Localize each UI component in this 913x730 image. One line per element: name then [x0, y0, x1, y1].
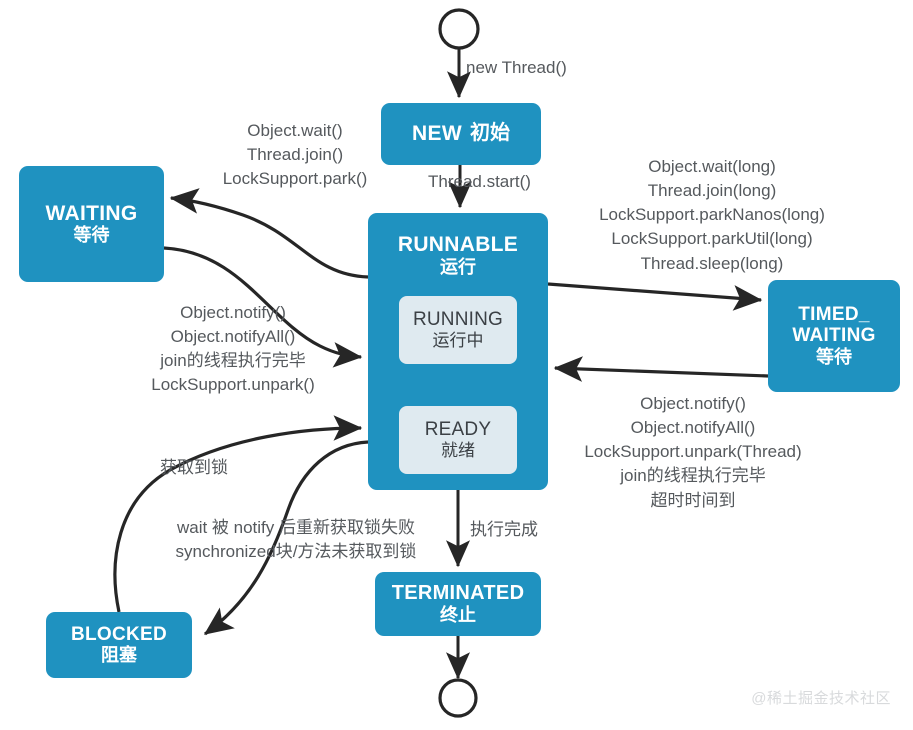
- substate-ready-label-cn: 就绪: [441, 440, 475, 460]
- state-terminated-label-cn: 终止: [440, 604, 476, 625]
- edge-blocked-to-runnable: [113, 415, 363, 613]
- edge-runnable-to-waiting: [169, 188, 369, 279]
- substate-ready-label-en: READY: [424, 418, 492, 440]
- state-waiting-label-en: WAITING: [45, 201, 138, 225]
- end-circle: [438, 678, 478, 718]
- state-new-label-en: NEW: [412, 122, 462, 146]
- edge-label-new-to-runnable: Thread.start(): [428, 172, 531, 191]
- edge-runnable-to-blocked: [203, 440, 369, 636]
- state-blocked-label-cn: 阻塞: [101, 645, 137, 666]
- edge-waiting-to-runnable: [163, 246, 363, 368]
- edge-label-runnable-to-blocked: wait 被 notify 后重新获取锁失败 synchronized块/方法未…: [175, 518, 417, 562]
- edge-timed-to-runnable: [553, 356, 769, 382]
- state-runnable-label-cn: 运行: [440, 256, 476, 277]
- state-waiting-label-cn: 等待: [73, 225, 110, 246]
- edge-label-start-to-new: new Thread(): [466, 58, 567, 77]
- edge-label-timed-waiting-to-runnable: Object.notify() Object.notifyAll() LockS…: [584, 394, 802, 510]
- edge-label-runnable-to-terminated: 执行完成: [470, 520, 538, 539]
- state-timed-waiting-label-cn: 等待: [816, 346, 852, 367]
- state-terminated-label-en: TERMINATED: [391, 582, 525, 605]
- state-runnable-label-en: RUNNABLE: [397, 233, 519, 256]
- substate-running-label-cn: 运行中: [432, 330, 484, 350]
- edge-label-runnable-to-timed-waiting: Object.wait(long) Thread.join(long) Lock…: [599, 157, 825, 273]
- state-blocked[interactable]: BLOCKED 阻塞: [46, 612, 192, 678]
- edge-label-runnable-to-waiting: Object.wait() Thread.join() LockSupport.…: [222, 121, 368, 189]
- state-waiting[interactable]: WAITING 等待: [19, 166, 164, 282]
- edge-label-waiting-to-runnable: Object.notify() Object.notifyAll() join的…: [151, 303, 315, 395]
- state-terminated[interactable]: TERMINATED 终止: [375, 572, 541, 636]
- state-new-label-cn: 初始: [469, 122, 510, 145]
- state-timed-waiting[interactable]: TIMED_ WAITING 等待: [768, 280, 900, 392]
- state-blocked-label-en: BLOCKED: [70, 623, 168, 645]
- watermark: @稀土掘金技术社区: [751, 690, 891, 707]
- substate-running-label-en: RUNNING: [412, 308, 504, 330]
- edge-label-blocked-to-runnable: 获取到锁: [160, 458, 228, 477]
- edge-runnable-to-timed: [547, 282, 763, 311]
- substate-running[interactable]: RUNNING 运行中: [399, 296, 517, 364]
- start-circle: [438, 8, 480, 50]
- state-timed-waiting-label-en-line2: WAITING: [792, 325, 876, 347]
- substate-ready[interactable]: READY 就绪: [399, 406, 517, 474]
- state-timed-waiting-label-en-line1: TIMED_: [798, 304, 870, 326]
- state-new[interactable]: NEW 初始: [381, 103, 541, 165]
